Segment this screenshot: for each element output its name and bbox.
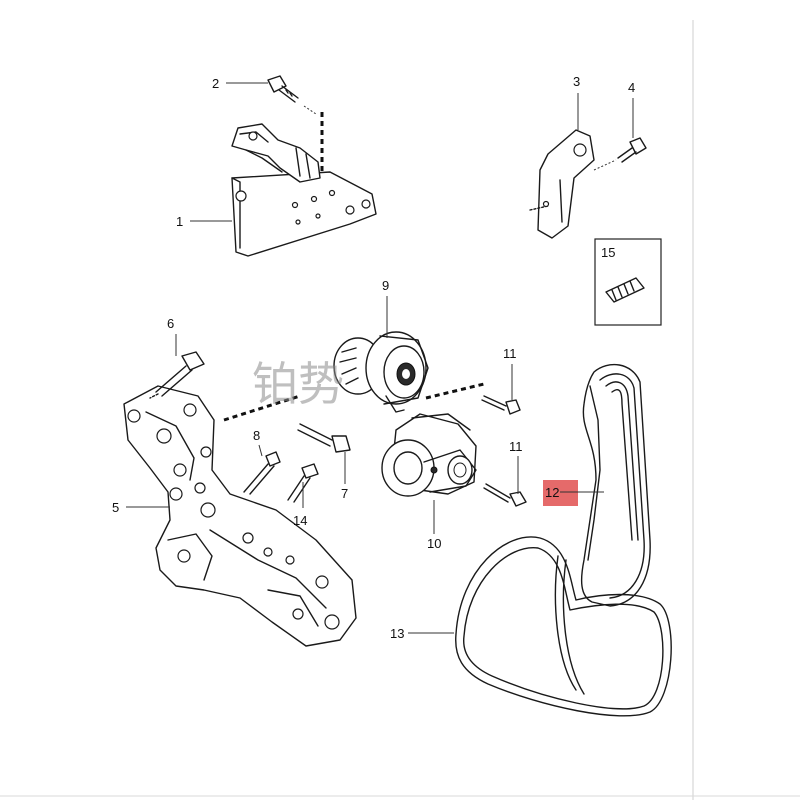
leader-8 — [258, 444, 263, 457]
callout-12: 12 — [545, 485, 559, 500]
part-2-bolt — [267, 75, 317, 115]
callout-7: 7 — [341, 486, 348, 501]
callout-8: 8 — [253, 428, 260, 443]
callout-14: 14 — [293, 513, 307, 528]
callout-1: 1 — [176, 214, 183, 229]
part-12-belt — [580, 363, 651, 607]
callout-13: 13 — [390, 626, 404, 641]
part-11-bolt-lower — [483, 483, 527, 507]
callout-12-highlight — [543, 480, 578, 506]
part-4-bolt — [593, 137, 647, 171]
callout-2: 2 — [212, 76, 219, 91]
part-5-main-bracket — [123, 385, 357, 647]
part-11-bolt-upper — [481, 395, 521, 415]
part-6-bolt — [149, 351, 205, 399]
part-3-plate — [529, 129, 595, 239]
part-10-tensioner — [381, 413, 477, 497]
dash-line-right — [425, 382, 485, 400]
callout-10: 10 — [427, 536, 441, 551]
part-9-pulley — [333, 331, 429, 413]
part-8-bolt — [243, 451, 281, 495]
callout-5: 5 — [112, 500, 119, 515]
part-15-stud — [605, 277, 645, 303]
callout-9: 9 — [382, 278, 389, 293]
watermark-text: 铂势 — [252, 357, 344, 411]
callout-6: 6 — [167, 316, 174, 331]
dash-line-left — [223, 394, 301, 422]
callout-11-upper: 11 — [503, 346, 517, 361]
callout-4: 4 — [628, 80, 635, 95]
part-13-belt — [455, 536, 672, 717]
callout-11-lower: 11 — [509, 439, 523, 454]
part-7-bolt — [297, 423, 351, 453]
part-1-upper-tab — [231, 123, 321, 183]
callout-3: 3 — [573, 74, 580, 89]
part-14-stud — [287, 463, 319, 503]
part-1-bracket — [231, 171, 377, 257]
callout-15: 15 — [601, 245, 615, 260]
